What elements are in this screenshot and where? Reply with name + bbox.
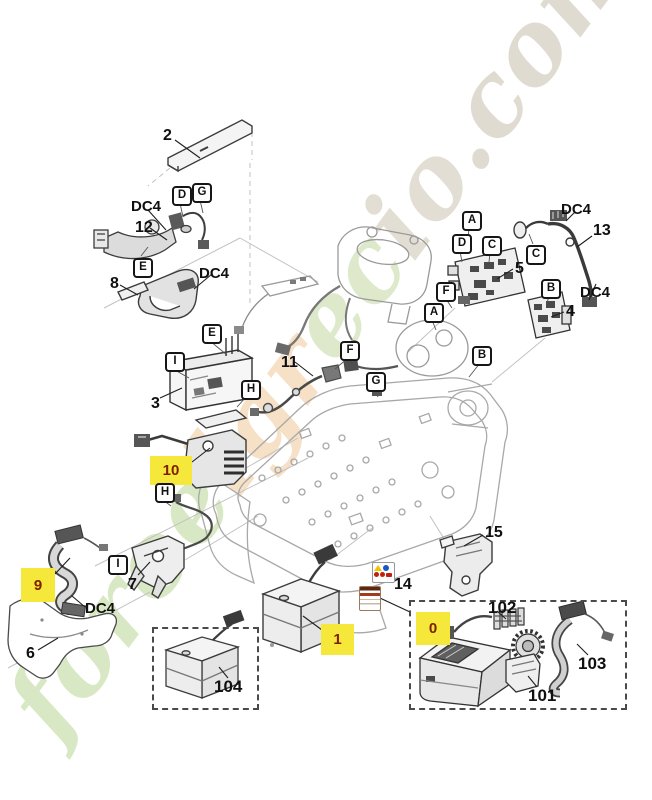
ref-letter-a-1: A xyxy=(424,303,444,323)
ref-letter-i-1: I xyxy=(165,352,185,372)
ref-letter-c-2: C xyxy=(526,245,546,265)
part-number-3: 3 xyxy=(151,395,160,412)
part-number-102: 102 xyxy=(488,598,517,617)
ref-letter-h-2: H xyxy=(155,483,175,503)
part-number-6: 6 xyxy=(26,645,35,662)
part-number-101: 101 xyxy=(528,686,557,705)
part-number-103: 103 xyxy=(578,654,607,673)
prohibition-icon xyxy=(386,572,392,577)
warning-triangle-icon xyxy=(374,564,382,571)
ref-letter-g-2: G xyxy=(366,372,386,392)
connector-label-dc4-3: DC4 xyxy=(561,201,592,218)
part-13-cable xyxy=(513,210,597,307)
part-3-box xyxy=(167,334,255,412)
ref-letter-d-1: D xyxy=(172,186,192,206)
ref-letter-e-1: E xyxy=(133,258,153,278)
part-6-plate xyxy=(7,597,118,679)
ref-letter-d-2: D xyxy=(452,234,472,254)
part-number-2: 2 xyxy=(163,127,172,144)
highlight-label-9[interactable]: 9 xyxy=(21,568,55,602)
part-number-14: 14 xyxy=(394,576,412,593)
part-8-bracket xyxy=(117,268,199,319)
part-7-bracket xyxy=(127,535,185,599)
ref-letter-g-1: G xyxy=(192,183,212,203)
part-number-13: 13 xyxy=(593,222,611,239)
highlight-label-1[interactable]: 1 xyxy=(321,624,354,655)
part-4-pcb xyxy=(527,291,572,339)
ref-letter-f-1: F xyxy=(340,341,360,361)
part-number-8: 8 xyxy=(110,275,119,292)
part-2-cover-strip xyxy=(167,119,253,173)
ref-letter-c-1: C xyxy=(482,236,502,256)
ref-letter-b-1: B xyxy=(541,279,561,299)
ref-letter-i-2: I xyxy=(108,555,128,575)
part-number-4: 4 xyxy=(566,303,575,320)
part-number-5: 5 xyxy=(515,260,524,277)
ref-letter-a-2: A xyxy=(462,211,482,231)
chassis-studs xyxy=(253,412,455,548)
part-number-15: 15 xyxy=(485,524,503,541)
ref-letter-f-2: F xyxy=(436,282,456,302)
part-103-strap xyxy=(548,600,614,698)
connector-label-dc4-4: DC4 xyxy=(580,284,611,301)
connector-label-dc4-2: DC4 xyxy=(199,265,230,282)
highlight-label-10[interactable]: 10 xyxy=(150,456,192,485)
console-ghost xyxy=(234,226,469,396)
part-15-bracket xyxy=(439,533,493,597)
highlight-label-0[interactable]: 0 xyxy=(416,612,450,645)
group-box-104 xyxy=(152,627,259,710)
warning-sticker xyxy=(372,562,395,583)
part-104-battery xyxy=(163,609,245,699)
prohibition-icon xyxy=(380,572,385,577)
part-101-battery-pack xyxy=(418,636,512,708)
ref-letter-b-2: B xyxy=(472,346,492,366)
group-box-0 xyxy=(409,600,627,710)
leader-lines xyxy=(37,139,597,688)
part-12-harness xyxy=(93,212,209,260)
wheel-drive-ghost xyxy=(447,383,493,429)
part-number-12: 12 xyxy=(135,219,153,236)
connector-label-dc4-1: DC4 xyxy=(131,198,162,215)
part-9-harness xyxy=(48,524,108,618)
part-11-cable xyxy=(250,364,342,416)
part-number-11: 11 xyxy=(281,354,298,371)
part-number-104: 104 xyxy=(214,677,243,696)
mandatory-blue-icon xyxy=(383,564,389,571)
rating-label-sticker xyxy=(359,586,381,611)
connector-label-dc4-5: DC4 xyxy=(85,600,116,617)
part-1-battery xyxy=(260,543,342,654)
part-h-cable xyxy=(167,494,213,557)
part-number-7: 7 xyxy=(128,576,137,593)
part-101-bracket xyxy=(505,653,541,693)
ref-letter-h-1: H xyxy=(241,380,261,400)
prohibition-icon xyxy=(374,572,379,577)
part-10-assembly xyxy=(134,409,248,489)
ref-letter-e-2: E xyxy=(202,324,222,344)
part-5-pcb xyxy=(447,247,526,307)
